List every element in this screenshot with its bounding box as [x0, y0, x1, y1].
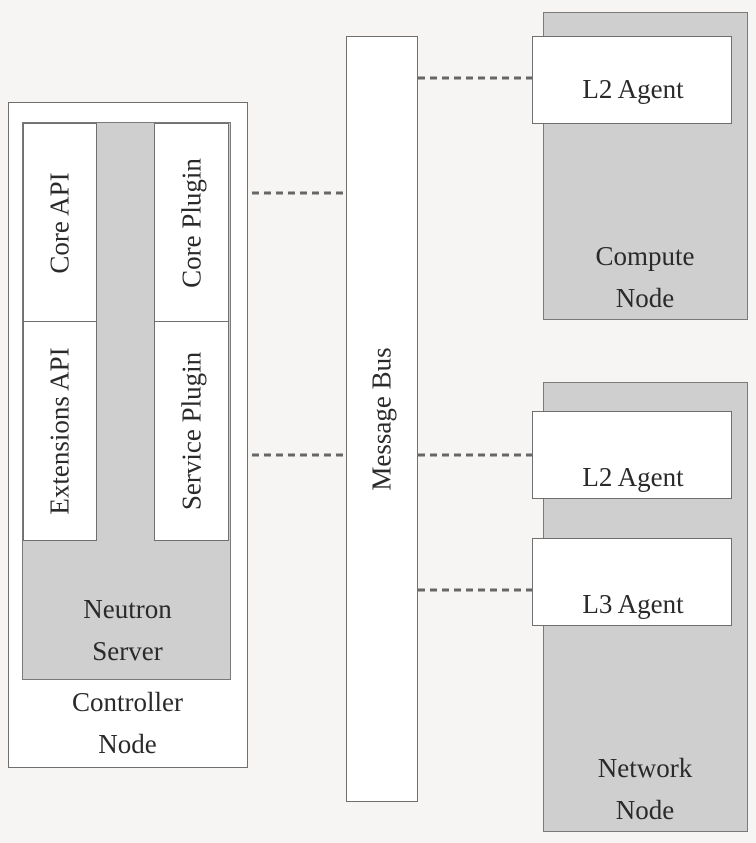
network-node-label-line2: Node: [615, 795, 675, 825]
neutron-server: Core API Extensions API Core Plugin Serv…: [22, 122, 231, 680]
core-plugin: Core Plugin: [154, 123, 229, 323]
neutron-server-label-line2: Server: [92, 636, 163, 666]
network-node-label-line1: Network: [597, 753, 693, 783]
network-l2-agent: L2 Agent: [532, 411, 732, 499]
extensions-api: Extensions API: [23, 321, 97, 541]
network-node-label: Network Node: [544, 747, 746, 831]
message-bus-label: Message Bus: [366, 347, 397, 491]
compute-l2-agent: L2 Agent: [532, 36, 732, 124]
compute-node-label-line2: Node: [615, 283, 675, 313]
neutron-server-label-line1: Neutron: [83, 594, 172, 624]
network-l2-agent-label: L2 Agent: [582, 462, 684, 492]
message-bus: Message Bus: [346, 36, 418, 802]
core-api-label: Core API: [44, 172, 75, 274]
controller-node-label: Controller Node: [9, 681, 246, 765]
compute-node-label: Compute Node: [544, 235, 746, 319]
neutron-server-label: Neutron Server: [23, 588, 232, 672]
network-l3-agent-label: L3 Agent: [582, 589, 684, 619]
core-api: Core API: [23, 123, 97, 323]
service-plugin: Service Plugin: [154, 321, 229, 541]
controller-node: Core API Extensions API Core Plugin Serv…: [8, 102, 248, 768]
compute-l2-agent-label: L2 Agent: [582, 74, 684, 104]
extensions-api-label: Extensions API: [44, 347, 75, 515]
network-l3-agent: L3 Agent: [532, 538, 732, 626]
service-plugin-label: Service Plugin: [176, 351, 206, 511]
core-plugin-label: Core Plugin: [176, 158, 206, 288]
controller-node-label-line2: Node: [98, 729, 157, 759]
compute-node-label-line1: Compute: [595, 241, 695, 271]
controller-node-label-line1: Controller: [72, 687, 183, 717]
